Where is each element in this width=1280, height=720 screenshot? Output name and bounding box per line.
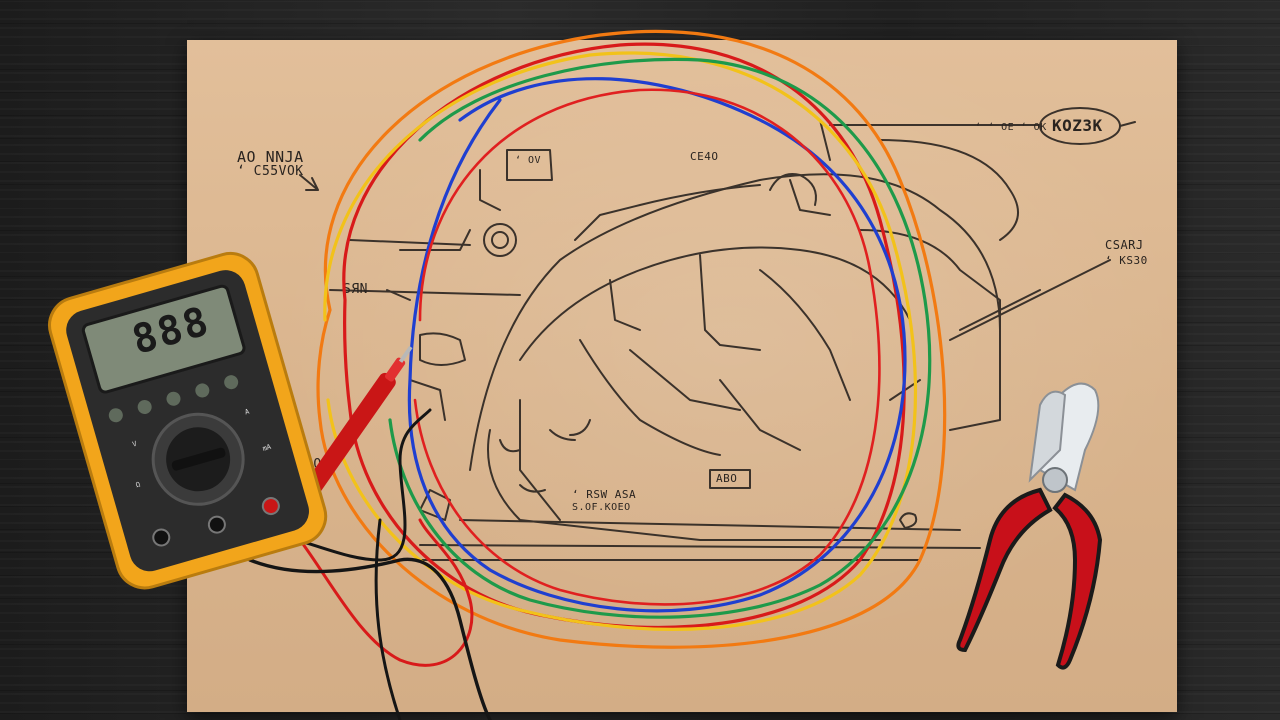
cardboard-sheet — [187, 40, 1177, 712]
svg-text:A: A — [244, 407, 251, 416]
wire-green — [388, 57, 932, 619]
sketch-label-right-1: CSARJ — [1105, 238, 1144, 252]
svg-text:V: V — [132, 440, 139, 449]
sketch-label-left-mid: SЯN — [343, 282, 368, 297]
wire-orange — [316, 29, 947, 649]
wire-red-lead — [298, 518, 474, 667]
wire-blue — [407, 77, 907, 613]
wire-yellow — [323, 51, 918, 631]
sketch-label-bottom-center-1: ʻ RSW ASA — [572, 488, 637, 501]
wire-black-lead — [248, 557, 492, 720]
sketch-label-top-center: CE4O — [690, 150, 719, 163]
red-probe — [294, 345, 413, 510]
sketch-label-top-right-oval: KOZ3K — [1052, 116, 1103, 135]
sketch-label-top-left-2: ʻ C55VOK — [237, 164, 304, 179]
wire-red-inner — [413, 88, 881, 606]
svg-text:mA: mA — [262, 443, 273, 453]
svg-text:Ω: Ω — [135, 480, 141, 489]
sketch-label-right-2: ʻ KS30 — [1105, 254, 1148, 267]
sketch-label-bottom-box: ABO — [716, 472, 738, 485]
sketch-label-left-box: ʻ OV — [515, 155, 542, 166]
wire-black-lead-3 — [374, 518, 402, 720]
sketch-label-top-right-small: ʻ ʻ OE ʻ OK — [975, 122, 1047, 133]
sketch-label-top-left-1: AO NNJA — [237, 148, 304, 166]
wire-red — [342, 42, 906, 630]
sketch-label-bottom-center-2: S.OF.KOEO — [572, 502, 631, 513]
